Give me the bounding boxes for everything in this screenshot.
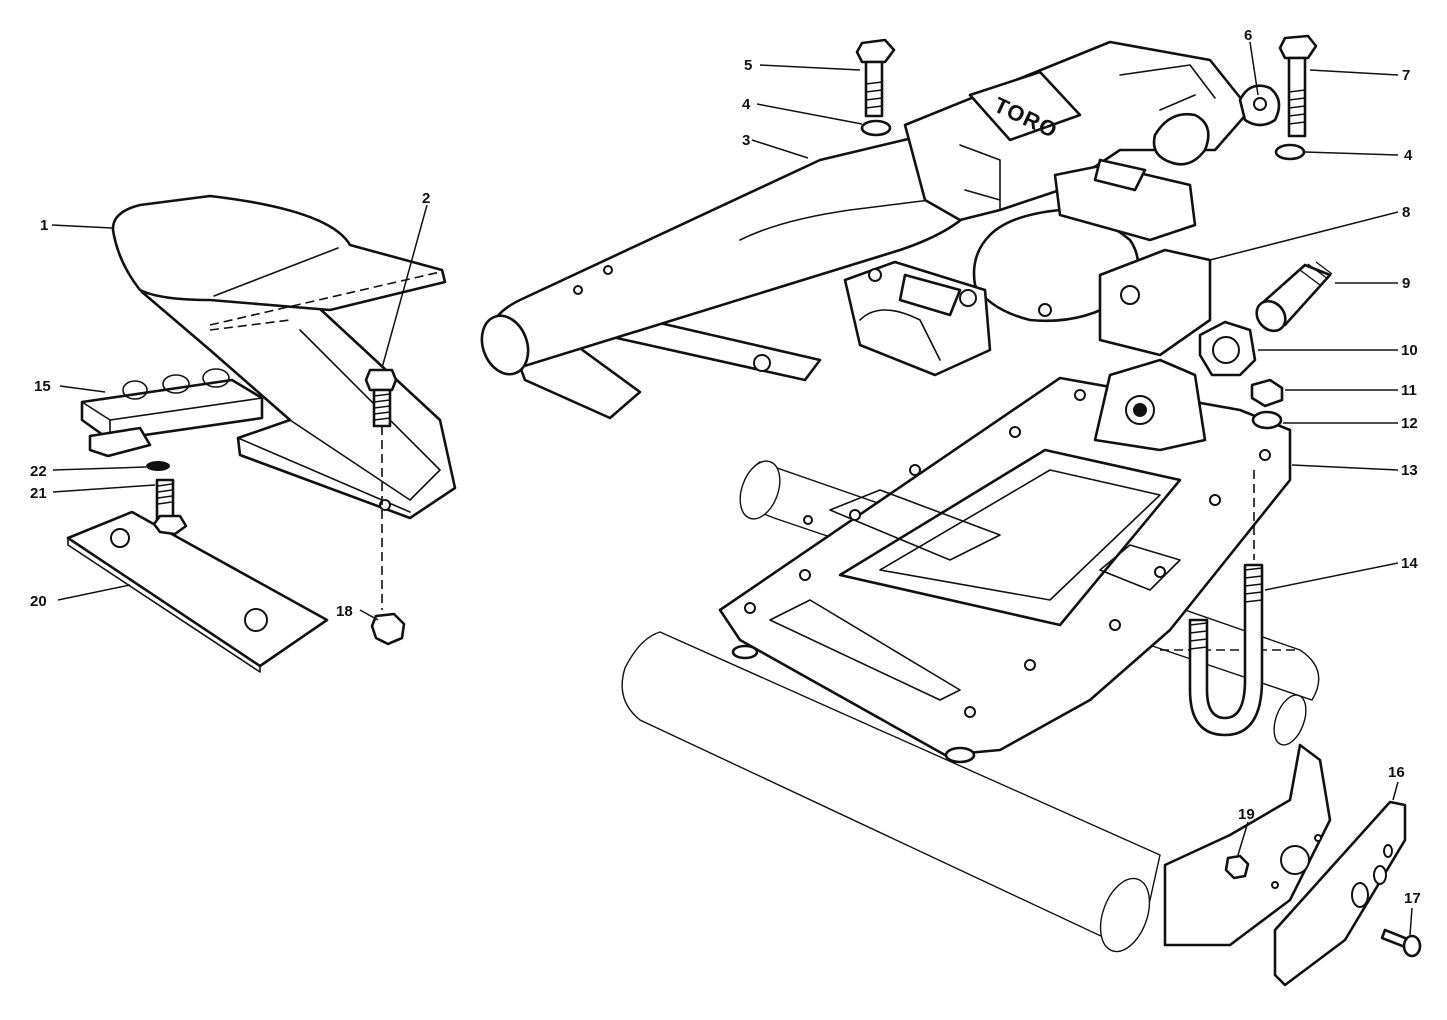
lock-washer-22: [146, 461, 170, 471]
bottom-plate-20: [66, 510, 329, 673]
front-roller: [621, 631, 1307, 953]
nut-19: [1224, 854, 1250, 880]
callout-leaders: [51, 41, 1413, 936]
callout-18: 18: [336, 603, 353, 620]
bolt-21: [152, 478, 188, 536]
jam-nut-10: [1198, 320, 1257, 377]
callout-11: 11: [1401, 382, 1417, 399]
tongue-arm-3: TORO: [480, 40, 1252, 420]
callout-4a: 4: [742, 96, 751, 113]
grease-fitting-6: [1238, 84, 1281, 127]
callout-16: 16: [1388, 764, 1405, 781]
callout-10: 10: [1401, 342, 1418, 359]
callout-8: 8: [1402, 204, 1410, 221]
callout-14: 14: [1401, 555, 1418, 572]
washer-4-right: [1274, 143, 1306, 161]
callout-6: 6: [1244, 27, 1252, 44]
bearing-block-15: [80, 368, 264, 458]
callout-4b: 4: [1404, 147, 1413, 164]
screw-17: [1380, 928, 1422, 958]
callout-20: 20: [30, 593, 47, 610]
scraper-bracket: [1163, 743, 1332, 947]
callout-2: 2: [422, 190, 430, 207]
callout-numbers: 1 2 3 4 4 5 6 7 8 9 10 11 12 13 14 15 16…: [30, 27, 1421, 907]
callout-19: 19: [1238, 806, 1255, 823]
callout-5: 5: [744, 57, 752, 74]
bolt-7: [1278, 34, 1318, 138]
washer-4-left: [860, 119, 892, 137]
nut-11: [1250, 378, 1284, 408]
roller-frame-13: [718, 358, 1292, 764]
pivot-pin-9: [1255, 261, 1333, 333]
callout-13: 13: [1401, 462, 1418, 479]
callout-22: 22: [30, 463, 47, 480]
callout-17: 17: [1404, 890, 1421, 907]
callout-21: 21: [30, 485, 47, 502]
scraper-blade-16: [1273, 800, 1407, 987]
yoke-8: [843, 158, 1212, 377]
callout-12: 12: [1401, 415, 1418, 432]
callout-1: 1: [40, 217, 48, 234]
callout-15: 15: [34, 378, 51, 395]
u-bolt-14: [1188, 470, 1264, 737]
bolt-2: [364, 368, 398, 610]
bolt-5: [855, 38, 896, 118]
callout-7: 7: [1402, 67, 1410, 84]
nut-18: [370, 612, 406, 646]
front-bracket-1: [111, 194, 457, 520]
washer-12: [1251, 410, 1283, 430]
callout-9: 9: [1402, 275, 1410, 292]
callout-3: 3: [742, 132, 750, 149]
